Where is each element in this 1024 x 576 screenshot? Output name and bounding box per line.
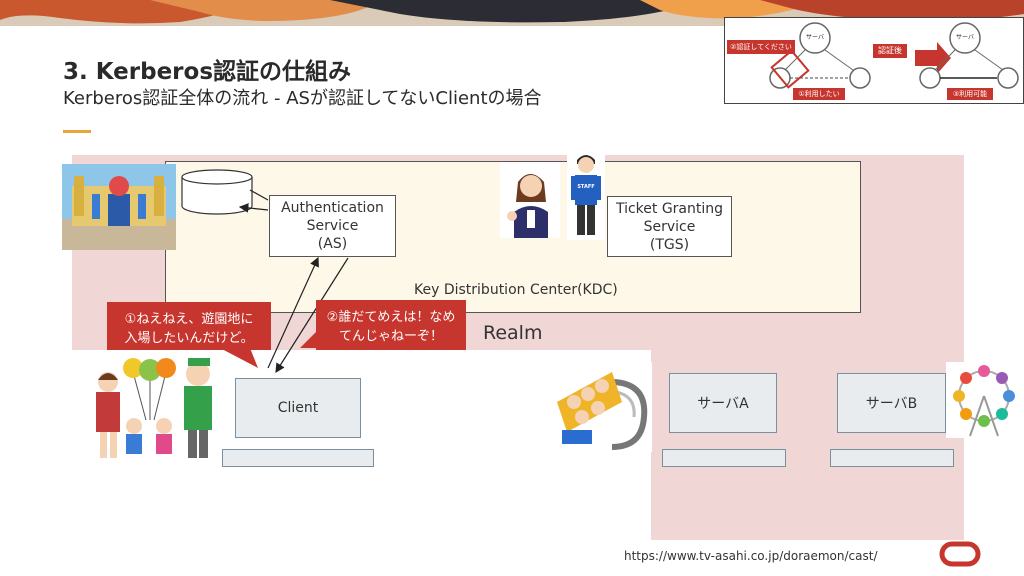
page-title: 3. Kerberos認証の仕組み	[63, 59, 352, 85]
realm-label: Realm	[483, 322, 543, 344]
client-box: Client	[235, 378, 361, 438]
as-speech-bubble: ②誰だてめえは！なめ てんじゃねーぞ！	[316, 300, 466, 350]
as-bubble-line1: ②誰だてめえは！なめ	[326, 310, 456, 325]
amusement-park-gate-image	[62, 164, 176, 250]
client-bubble-line1: ①ねえねえ、遊園地に	[124, 312, 254, 327]
as-line2: Service	[306, 218, 359, 234]
tgs-line2: Service	[643, 218, 696, 235]
inset-right-server: サーバ	[956, 34, 974, 41]
ferris-wheel-illustration	[946, 362, 1022, 438]
client-to-as-arrow	[267, 256, 319, 369]
inset-want-use-label: ①利用したい	[793, 88, 845, 100]
server-b-label: サーバB	[865, 396, 918, 412]
tgs-line1: Ticket Granting	[615, 200, 724, 217]
server-b-box: サーバB	[837, 373, 946, 433]
page-subtitle: Kerberos認証全体の流れ - ASが認証してないClientの場合	[63, 88, 542, 109]
client-speech-bubble: ①ねえねえ、遊園地に 入場したいんだけど。	[107, 302, 271, 350]
accent-divider	[63, 130, 91, 133]
client-ticket-slot	[222, 449, 374, 467]
header-decoration	[0, 0, 1024, 26]
as-to-db-arrow	[238, 203, 269, 213]
server-a-label: サーバA	[697, 396, 749, 412]
client-bubble-line2: 入場したいんだけど。	[124, 331, 254, 346]
staff-badge-text: STAFF	[577, 184, 594, 190]
client-label: Client	[277, 400, 319, 416]
staff-illustration: STAFF	[567, 148, 605, 240]
family-illustration	[88, 352, 220, 462]
tgs-line3: (TGS)	[649, 236, 690, 253]
inset-after-auth-label: 認証後	[873, 44, 907, 58]
as-line3: (AS)	[317, 236, 348, 252]
db-to-as-connector	[249, 189, 269, 201]
ticket-granting-service-box: Ticket Granting Service (TGS)	[607, 196, 732, 257]
server-a-ticket-slot	[662, 449, 786, 467]
authentication-service-box: Authentication Service (AS)	[269, 195, 396, 257]
as-bubble-line2: てんじゃねーぞ！	[338, 329, 443, 344]
inset-left-server: サーバ	[806, 34, 824, 41]
as-line1: Authentication	[281, 200, 384, 216]
database-icon	[181, 169, 253, 215]
inset-request-auth-label: ②認証してください	[727, 40, 795, 54]
inset-diagram: ②認証してください ①利用したい 認証後 ③利用可能 サーバ サーバ	[724, 17, 1024, 104]
inset-usable-label: ③利用可能	[947, 88, 993, 100]
as-bubble-tail	[300, 330, 318, 348]
client-bubble-tail	[220, 348, 258, 368]
server-b-ticket-slot	[830, 449, 954, 467]
kdc-label: Key Distribution Center(KDC)	[414, 282, 618, 298]
as-to-client-arrow	[275, 257, 349, 374]
roller-coaster-illustration	[552, 362, 652, 452]
server-a-box: サーバA	[669, 373, 777, 433]
brand-logo-icon	[939, 541, 981, 567]
receptionist-illustration	[500, 162, 560, 238]
source-url: https://www.tv-asahi.co.jp/doraemon/cast…	[624, 549, 878, 563]
